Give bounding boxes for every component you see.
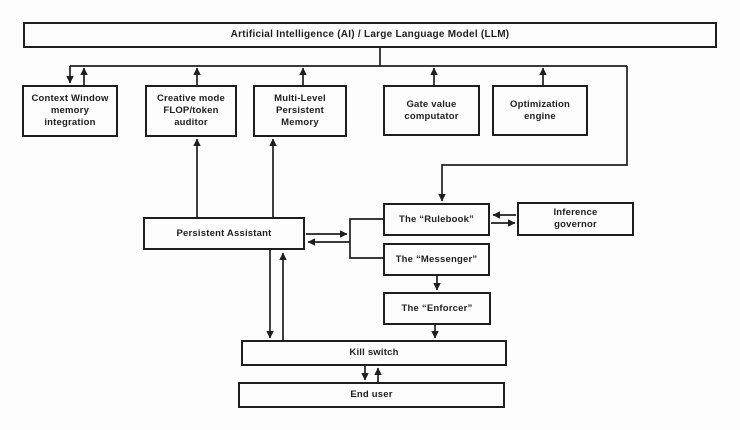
box-gate-value: Gate value computator <box>383 85 480 136</box>
box-optimization-label: Optimization engine <box>510 98 570 122</box>
box-messenger: The “Messenger” <box>383 243 490 276</box>
box-context-window: Context Window memory integration <box>22 85 118 137</box>
box-rulebook: The “Rulebook” <box>383 203 490 236</box>
box-ai-llm: Artificial Intelligence (AI) / Large Lan… <box>23 22 717 48</box>
box-messenger-label: The “Messenger” <box>395 253 478 265</box>
box-end-user-label: End user <box>350 389 393 401</box>
box-enforcer: The “Enforcer” <box>383 292 491 325</box>
box-inference-governor: Inference governor <box>517 202 634 236</box>
box-kill-switch-label: Kill switch <box>349 347 399 359</box>
box-persistent-assistant-label: Persistent Assistant <box>176 227 272 239</box>
box-rulebook-label: The “Rulebook” <box>398 213 475 225</box>
edge-llm-to-rulebook <box>438 66 628 202</box>
box-end-user: End user <box>238 382 505 408</box>
box-kill-switch: Kill switch <box>241 340 507 366</box>
box-enforcer-label: The “Enforcer” <box>401 302 473 314</box>
box-inference-governor-label: Inference governor <box>553 207 598 230</box>
box-multi-level-label: Multi-Level Persistent Memory <box>274 93 326 128</box>
box-persistent-assistant: Persistent Assistant <box>143 217 305 250</box>
box-optimization: Optimization engine <box>492 85 588 136</box>
box-creative-mode: Creative mode FLOP/token auditor <box>145 85 237 137</box>
box-multi-level: Multi-Level Persistent Memory <box>253 85 347 137</box>
box-ai-llm-label: Artificial Intelligence (AI) / Large Lan… <box>230 28 510 40</box>
box-creative-mode-label: Creative mode FLOP/token auditor <box>156 93 226 128</box>
box-gate-value-label: Gate value computator <box>404 98 459 122</box>
box-context-window-label: Context Window memory integration <box>31 93 109 128</box>
edge-junction-bracket <box>349 218 383 259</box>
